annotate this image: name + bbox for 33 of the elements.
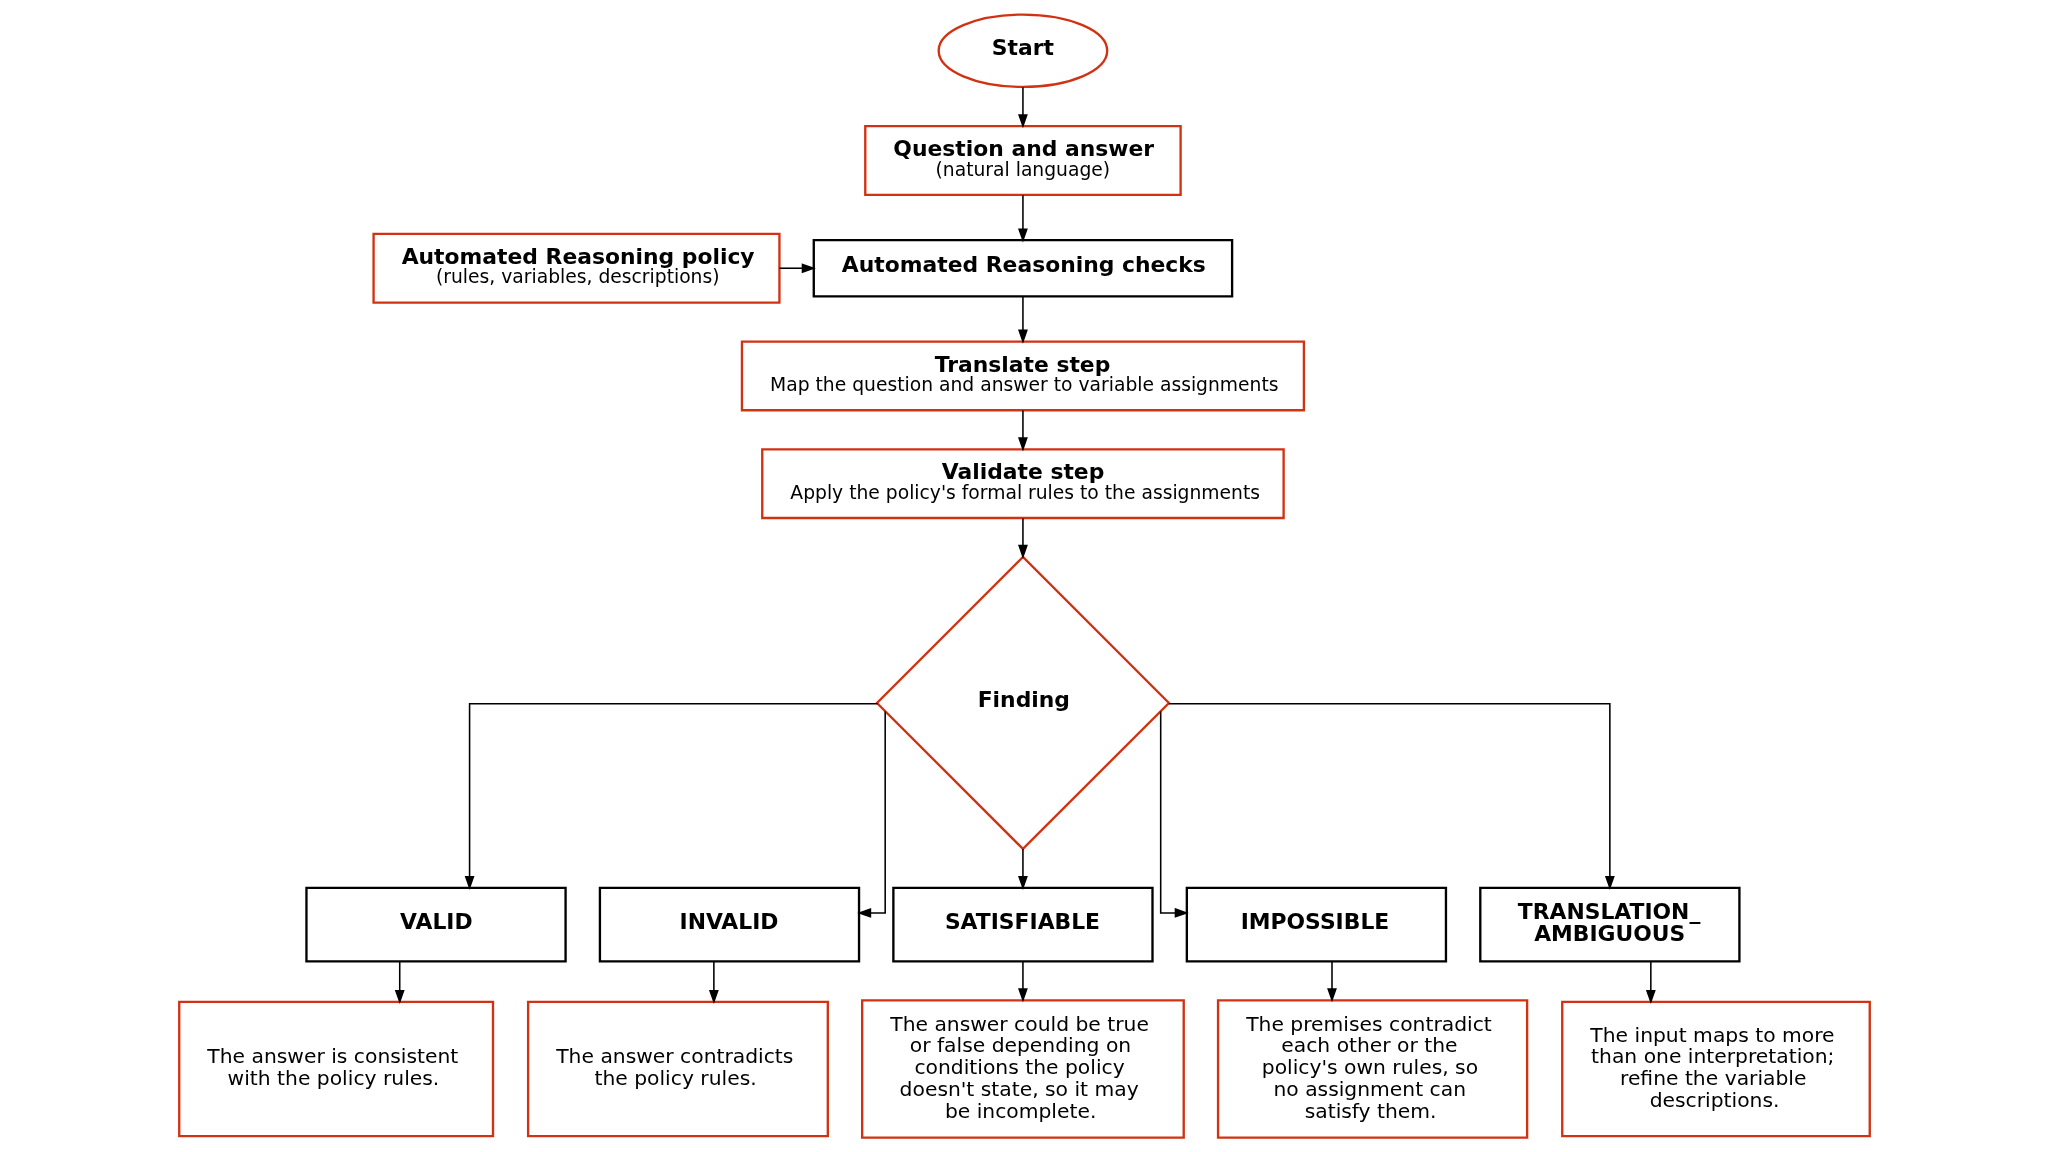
node-ellipse: Start xyxy=(937,13,1108,89)
node-box: INVALID xyxy=(598,886,860,963)
arrow xyxy=(778,263,816,274)
arrow xyxy=(1645,961,1656,1005)
arrow xyxy=(1326,961,1337,1003)
node-box: Automated Reasoning checks xyxy=(812,238,1233,298)
node-box: The input maps to more than one interpretation; refine the variable descriptions. xyxy=(1560,1000,1871,1138)
node-box: The answer contradicts the policy rules. xyxy=(526,1000,829,1138)
arrow xyxy=(1017,848,1028,891)
arrow xyxy=(1167,702,1615,890)
arrow xyxy=(1159,710,1189,918)
node-diamond: Finding xyxy=(874,555,1171,851)
arrow xyxy=(1017,86,1028,129)
node-box: Validate step Apply the policy's formal rules to the assignments xyxy=(760,448,1285,520)
node-box: Translate step Map the question and answer to variable assignments xyxy=(740,340,1305,412)
node-box: TRANSLATION_ AMBIGUOUS xyxy=(1478,886,1741,963)
node-box: Question and answer (natural language) xyxy=(863,125,1182,197)
node-box: Automated Reasoning policy (rules, variables, descriptions) xyxy=(371,232,781,304)
node-box: VALID xyxy=(304,886,567,963)
arrow xyxy=(1017,295,1028,344)
node-box: The premises contradict each other or the policy's own rules, so no assignment can satisfy them. xyxy=(1216,999,1528,1139)
node-box: SATISFIABLE xyxy=(891,886,1154,963)
arrow xyxy=(1017,194,1028,243)
arrow xyxy=(856,710,886,918)
arrow xyxy=(1017,517,1028,559)
node-box: IMPOSSIBLE xyxy=(1185,886,1447,963)
arrow xyxy=(464,702,878,890)
node-box: The answer could be true or false depending on conditions the policy doesn't state, so it may be incomplete. xyxy=(860,999,1185,1139)
arrow xyxy=(1017,409,1028,452)
node-box: The answer is consistent with the policy rules. xyxy=(177,1000,494,1138)
arrow xyxy=(1017,961,1028,1003)
arrow xyxy=(394,961,405,1005)
arrow xyxy=(708,961,719,1005)
